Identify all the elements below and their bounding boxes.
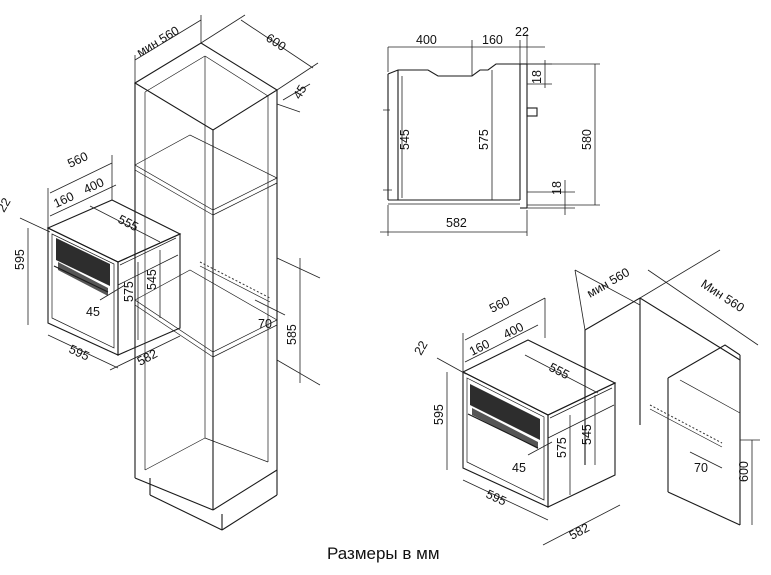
niche-600: 600: [737, 461, 751, 482]
ovenL-575: 575: [122, 281, 136, 302]
ovenL-22: 22: [0, 195, 14, 214]
ovenL-555: 555: [116, 212, 141, 234]
side-575: 575: [477, 129, 491, 150]
side-22: 22: [515, 25, 529, 39]
ovenL-545: 545: [145, 269, 159, 290]
ovenR-575: 575: [555, 437, 569, 458]
ovenR-560: 560: [487, 294, 512, 316]
cabinet-depth-label: 600: [263, 31, 288, 54]
dimensions-caption: Размеры в мм: [327, 544, 440, 563]
ovenL-45: 45: [86, 305, 100, 319]
ovenL-560: 560: [65, 149, 90, 171]
oven-right-dimensions: 560 160 400 555 22 595 575 545 45 595 58…: [411, 294, 621, 546]
niche-min560a: мин 560: [585, 265, 633, 301]
cabinet-panel-label: 45: [290, 82, 309, 101]
cabinet-niche-height-label: 585: [285, 324, 299, 345]
ovenR-160: 160: [467, 337, 492, 359]
ovenR-582: 582: [567, 520, 592, 542]
side-18-top: 18: [530, 70, 544, 84]
side-400: 400: [416, 33, 437, 47]
side-582: 582: [446, 216, 467, 230]
ovenR-400: 400: [501, 320, 526, 342]
side-18-bottom: 18: [550, 181, 564, 195]
ovenR-45: 45: [512, 461, 526, 475]
ovenL-595w: 595: [67, 342, 92, 364]
niche-70: 70: [694, 461, 708, 475]
ovenR-22: 22: [411, 338, 430, 357]
cabinet-dimensions: мин 560 600 45 585 70: [134, 14, 321, 386]
cabinet-vent-label: 70: [258, 317, 272, 331]
oven-right: [461, 339, 617, 508]
niche-right: [584, 297, 741, 526]
side-160: 160: [482, 33, 503, 47]
ovenR-595h: 595: [432, 404, 446, 425]
ovenL-160: 160: [51, 189, 76, 211]
side-580: 580: [580, 129, 594, 150]
ovenR-595w: 595: [484, 487, 509, 509]
oven-left: [46, 199, 182, 356]
side-545: 545: [398, 129, 412, 150]
tall-cabinet: [133, 42, 279, 531]
ovenL-400: 400: [81, 175, 106, 197]
ovenL-582: 582: [135, 346, 160, 368]
ovenR-555: 555: [547, 360, 572, 382]
ovenL-595h: 595: [13, 249, 27, 270]
oven-side-view: [383, 63, 538, 209]
cabinet-min-width-label: мин 560: [134, 23, 181, 59]
ovenR-545: 545: [580, 424, 594, 445]
side-view-dimensions: 400 160 22 545 575 18 580 18 582: [380, 25, 600, 236]
